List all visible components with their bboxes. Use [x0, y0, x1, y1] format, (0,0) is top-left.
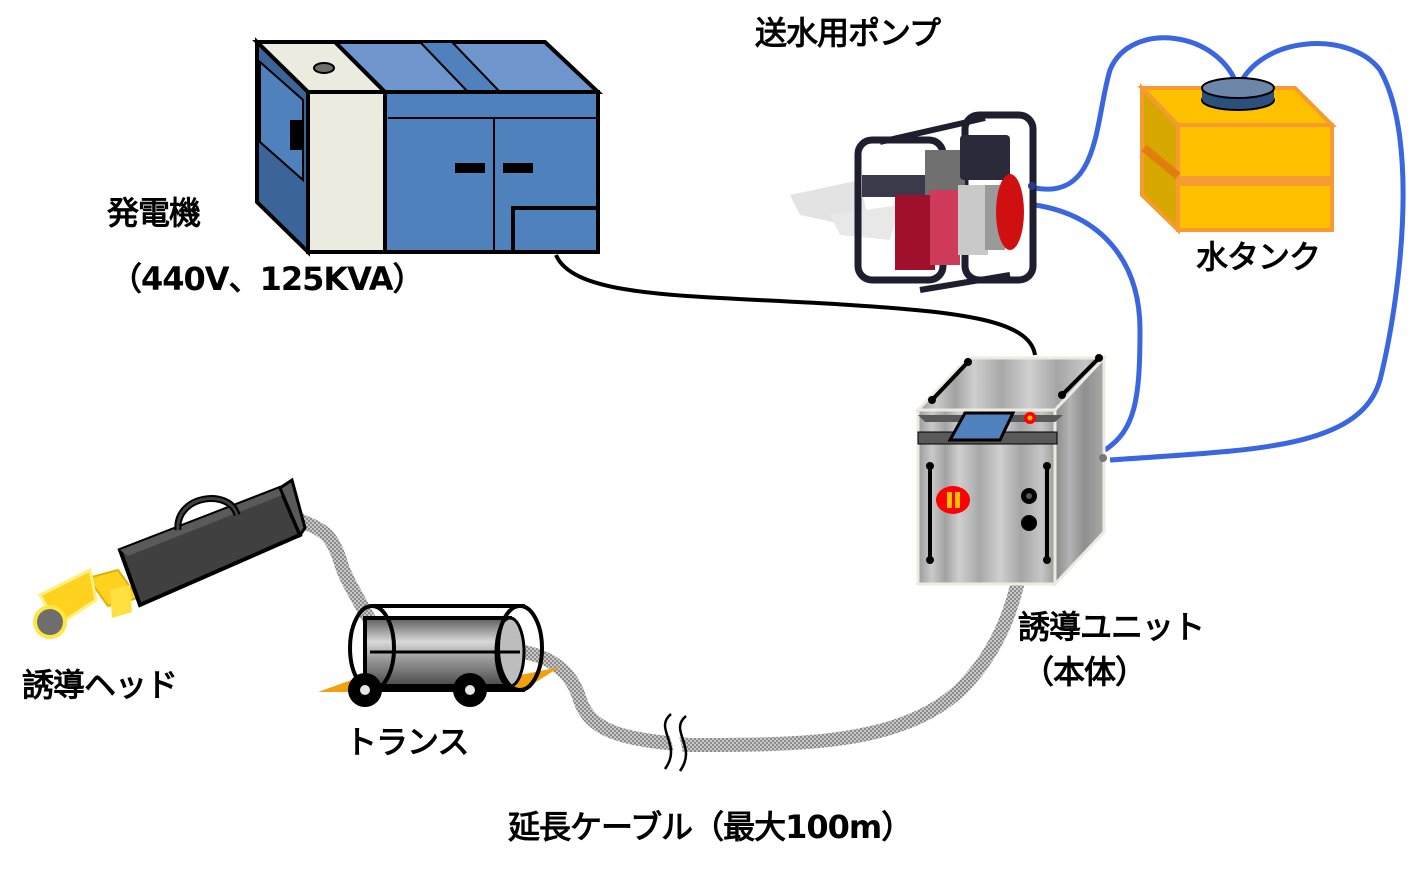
- induction-unit-sub-label: （本体）: [1022, 653, 1147, 691]
- pump-label: 送水用ポンプ: [755, 14, 941, 52]
- water-tank-icon: [1137, 77, 1337, 235]
- generator-spec-label: （440V、125KVA）: [110, 260, 425, 298]
- water-hose-pump-to-tank: [1034, 35, 1406, 463]
- extension-cable: [296, 513, 1035, 753]
- water-tank-label: 水タンク: [1196, 238, 1321, 276]
- generator-label: 発電機: [107, 194, 201, 232]
- induction-head-label: 誘導ヘッド: [22, 666, 178, 704]
- transformer-label: トランス: [345, 723, 469, 761]
- generator-icon: [252, 37, 604, 257]
- transformer-icon: [318, 604, 560, 707]
- extension-cable-label: 延長ケーブル（最大100m）: [508, 808, 913, 846]
- cable-break-symbol: [663, 711, 688, 773]
- water-hose-pump-to-unit: [1034, 202, 1143, 453]
- induction-unit-label: 誘導ユニット: [1018, 608, 1205, 646]
- power-cable: [554, 254, 1037, 356]
- induction-head-icon: [33, 477, 307, 639]
- induction-unit-icon: [914, 354, 1108, 588]
- pump-icon: [790, 111, 1037, 293]
